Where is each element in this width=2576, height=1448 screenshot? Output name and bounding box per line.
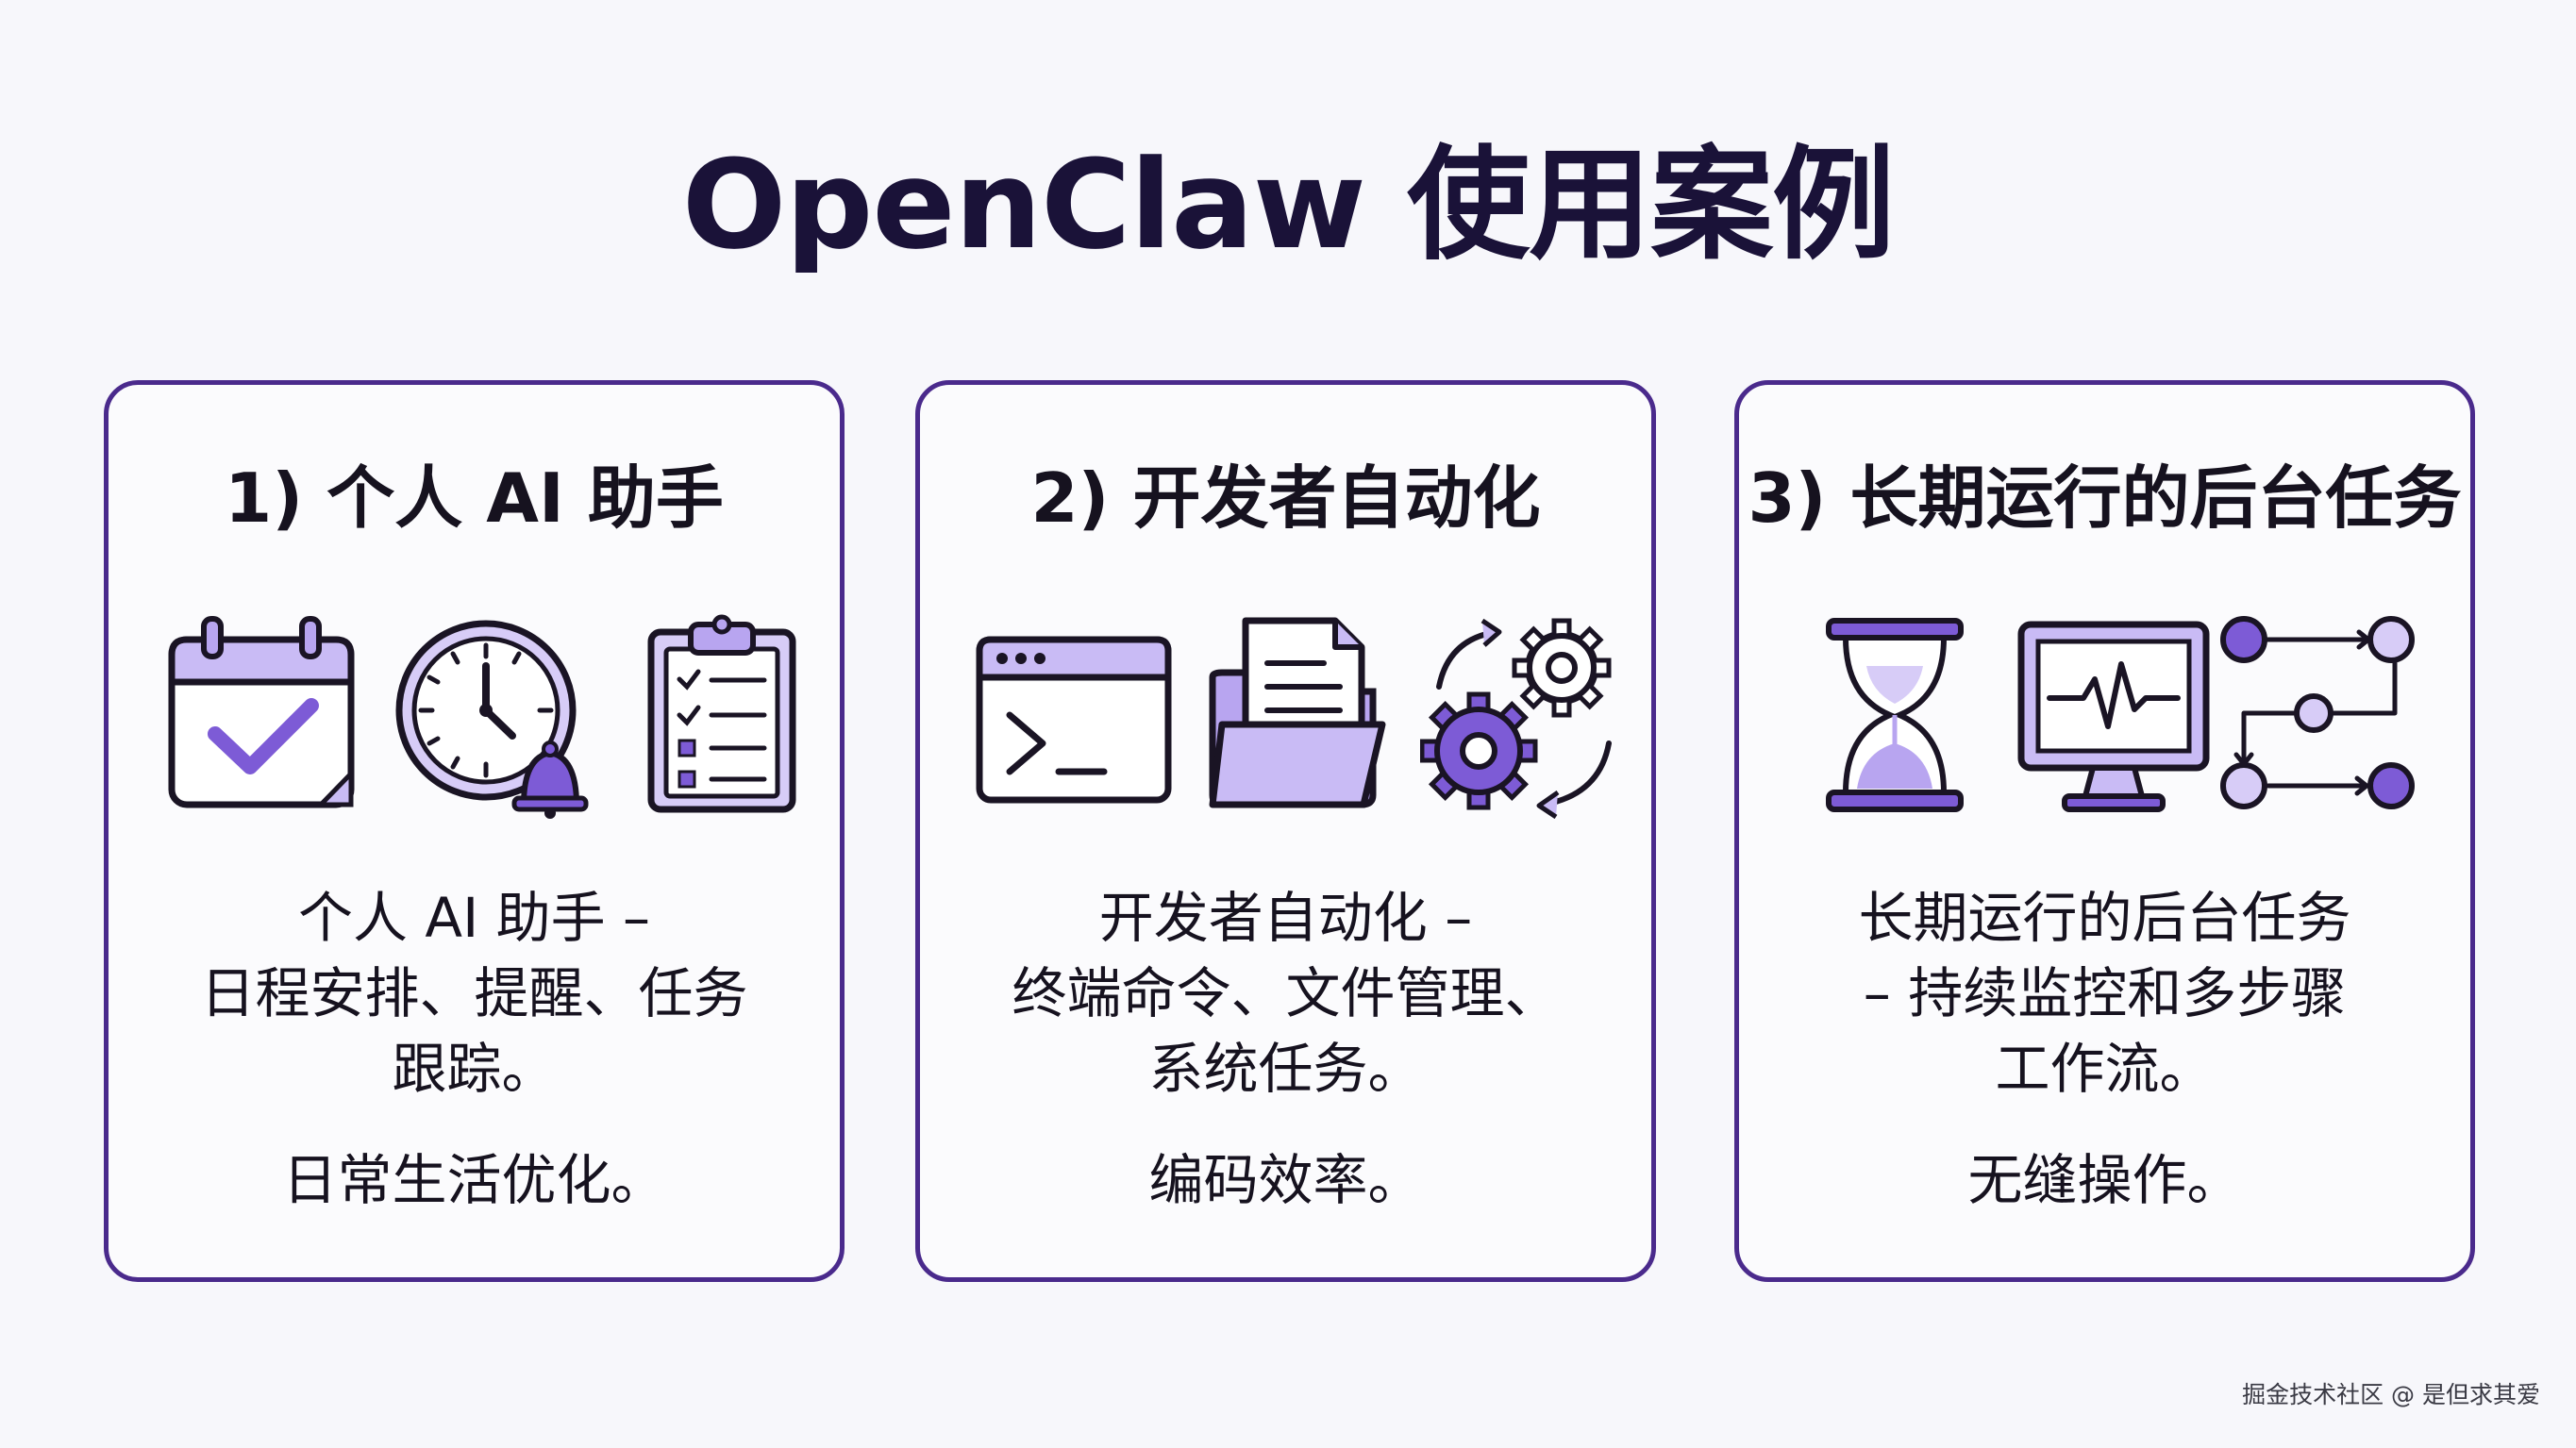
card-title: 3) 长期运行的后台任务 [1748,458,2462,538]
description-line: 终端命令、文件管理、 [1012,961,1560,1025]
clipboard-checklist-icon [623,611,830,819]
card-description: 个人 AI 助手 – 日程安排、提醒、任务 跟踪。 [109,880,840,1107]
card-summary: 无缝操作。 [1967,1148,2242,1212]
page-title: OpenClaw 使用案例 [681,133,1895,276]
terminal-icon [972,611,1179,819]
gears-sync-icon [1420,611,1628,819]
clock-bell-icon [392,611,599,819]
card-summary: 编码效率。 [1148,1148,1423,1212]
description-line: 工作流。 [1995,1037,2215,1101]
card-description: 开发者自动化 – 终端命令、文件管理、 系统任务。 [920,880,1651,1107]
description-line: 长期运行的后台任务 [1858,886,2351,950]
description-line: 开发者自动化 – [1098,886,1473,950]
card-title: 1) 个人 AI 助手 [225,458,724,538]
description-line: 日程安排、提醒、任务 [200,961,748,1025]
document-folder-icon [1194,611,1401,819]
use-case-card-background-tasks: 3) 长期运行的后台任务 [1734,380,2475,1282]
use-case-card-developer-automation: 2) 开发者自动化 [915,380,1656,1282]
card-icons [920,611,1651,819]
description-line: 个人 AI 助手 – [297,886,651,950]
description-line: – 持续监控和多步骤 [1863,961,2347,1025]
description-line: 系统任务。 [1148,1037,1423,1101]
card-title: 2) 开发者自动化 [1030,458,1541,538]
hourglass-icon [1800,611,2008,819]
card-summary: 日常生活优化。 [282,1148,666,1212]
calendar-check-icon [160,611,368,819]
watermark: 掘金技术社区 @ 是但求其爱 [2242,1381,2540,1408]
card-description: 长期运行的后台任务 – 持续监控和多步骤 工作流。 [1739,880,2470,1107]
card-icons [1739,611,2470,819]
workflow-nodes-icon [2216,611,2423,819]
card-icons [109,611,840,819]
monitor-pulse-icon [2008,611,2216,819]
description-line: 跟踪。 [392,1037,557,1101]
use-case-card-personal-assistant: 1) 个人 AI 助手 [104,380,845,1282]
